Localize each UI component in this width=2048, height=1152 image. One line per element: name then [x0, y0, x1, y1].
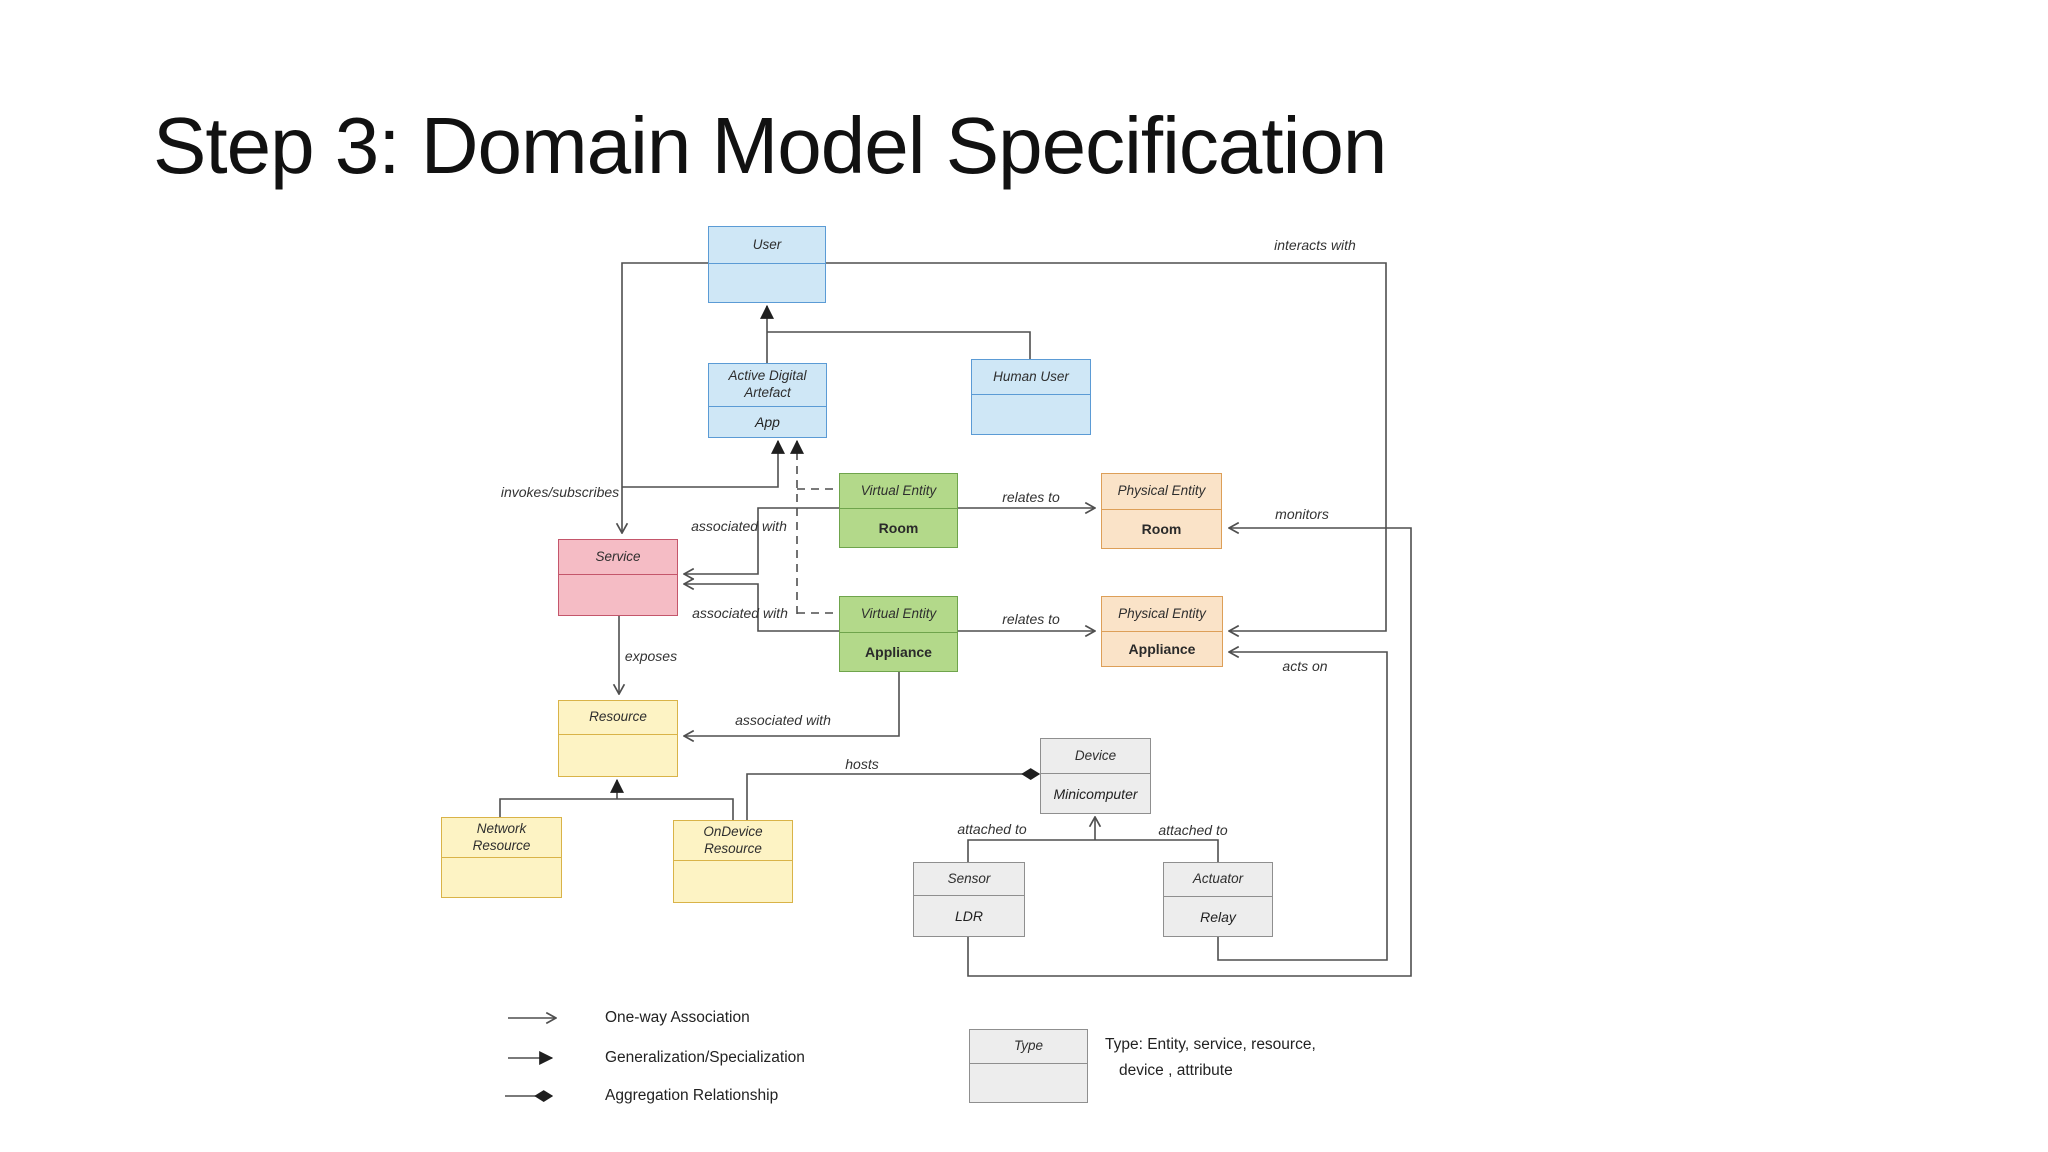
- edge-hosts: [746, 768, 1041, 820]
- node-human-user: Human User: [971, 359, 1091, 435]
- edge-label-invokes-subscribes: invokes/subscribes: [500, 484, 620, 500]
- legend-label-aggregation: Aggregation Relationship: [605, 1087, 779, 1104]
- edge-label-associated-with-appliance: associated with: [692, 605, 788, 621]
- node-ondevice-resource-instance: [674, 861, 792, 902]
- node-user-label: User: [709, 227, 825, 264]
- node-device-instance: Minicomputer: [1053, 785, 1138, 802]
- node-active-digital-artefact-instance: App: [755, 414, 780, 430]
- node-service: Service: [558, 539, 678, 616]
- edge-attached-to-bar: [967, 839, 1219, 862]
- edge-label-hosts: hosts: [845, 756, 879, 772]
- edge-monitors: [967, 528, 1412, 977]
- node-actuator-instance: Relay: [1200, 908, 1236, 925]
- edge-ve-room-associated-with: [684, 507, 839, 574]
- node-service-label: Service: [559, 540, 677, 575]
- node-type-example: Type: [969, 1029, 1088, 1103]
- node-sensor: Sensor LDR: [913, 862, 1025, 937]
- node-virtual-entity-appliance-instance: Appliance: [865, 644, 932, 660]
- edge-label-monitors: monitors: [1275, 506, 1329, 522]
- node-service-instance: [559, 575, 677, 615]
- node-type-example-instance: [970, 1064, 1087, 1102]
- node-actuator: Actuator Relay: [1163, 862, 1273, 937]
- node-virtual-entity-appliance-label: Virtual Entity: [840, 597, 957, 633]
- edge-interacts-with: [826, 262, 1387, 631]
- edge-service-app-generalization: [622, 439, 785, 488]
- type-note-line1: Type: Entity, service, resource,: [1105, 1036, 1316, 1053]
- edge-acts-on: [1217, 652, 1388, 961]
- node-virtual-entity-appliance: Virtual Entity Appliance: [839, 596, 958, 672]
- node-resource-label: Resource: [559, 701, 677, 735]
- node-human-user-instance: [972, 395, 1090, 434]
- node-physical-entity-appliance: Physical Entity Appliance: [1101, 596, 1223, 667]
- node-user: User: [708, 226, 826, 303]
- node-active-digital-artefact: Active Digital Artefact App: [708, 363, 827, 438]
- node-physical-entity-room-label: Physical Entity: [1102, 474, 1221, 510]
- node-physical-entity-room-instance: Room: [1141, 521, 1182, 537]
- edge-ve-appliance-associated-with: [684, 584, 839, 632]
- legend-label-one-way: One-way Association: [605, 1009, 750, 1026]
- edge-label-associated-with-room: associated with: [691, 518, 787, 534]
- edge-user-generalization-branch: [767, 331, 1031, 359]
- slide-title: Step 3: Domain Model Specification: [153, 101, 1387, 190]
- node-device: Device Minicomputer: [1040, 738, 1151, 814]
- node-virtual-entity-room-instance: Room: [878, 520, 919, 536]
- node-physical-entity-room: Physical Entity Room: [1101, 473, 1222, 549]
- edge-label-relates-to-room: relates to: [1002, 489, 1060, 505]
- node-virtual-entity-room: Virtual Entity Room: [839, 473, 958, 548]
- node-human-user-label: Human User: [972, 360, 1090, 395]
- edge-label-associated-with-resource: associated with: [735, 712, 831, 728]
- node-physical-entity-appliance-label: Physical Entity: [1102, 597, 1222, 632]
- node-virtual-entity-room-label: Virtual Entity: [840, 474, 957, 509]
- node-ondevice-resource-label: OnDevice Resource: [674, 821, 792, 861]
- node-ondevice-resource: OnDevice Resource: [673, 820, 793, 903]
- node-physical-entity-appliance-instance: Appliance: [1128, 641, 1196, 657]
- edge-label-attached-to-sensor: attached to: [957, 821, 1027, 837]
- node-network-resource-label: Network Resource: [442, 818, 561, 858]
- node-sensor-instance: LDR: [954, 908, 983, 924]
- edge-label-acts-on: acts on: [1282, 658, 1328, 674]
- node-resource-instance: [559, 735, 677, 776]
- edge-ve-appliance-resource: [684, 672, 900, 736]
- type-note-line2: device , attribute: [1119, 1062, 1233, 1079]
- node-network-resource: Network Resource: [441, 817, 562, 898]
- edge-label-exposes: exposes: [624, 648, 678, 664]
- node-active-digital-artefact-label: Active Digital Artefact: [709, 364, 826, 407]
- edge-label-interacts-with: interacts with: [1274, 237, 1356, 253]
- edge-label-attached-to-actuator: attached to: [1158, 822, 1228, 838]
- node-device-label: Device: [1041, 739, 1150, 774]
- node-resource: Resource: [558, 700, 678, 777]
- node-user-instance: [709, 264, 825, 302]
- node-actuator-label: Actuator: [1164, 863, 1272, 897]
- edge-label-relates-to-appliance: relates to: [1002, 611, 1060, 627]
- node-sensor-label: Sensor: [914, 863, 1024, 896]
- legend-label-generalization: Generalization/Specialization: [605, 1049, 805, 1066]
- edge-invokes-subscribes: [622, 262, 708, 533]
- node-network-resource-instance: [442, 858, 561, 897]
- node-type-example-label: Type: [970, 1030, 1087, 1064]
